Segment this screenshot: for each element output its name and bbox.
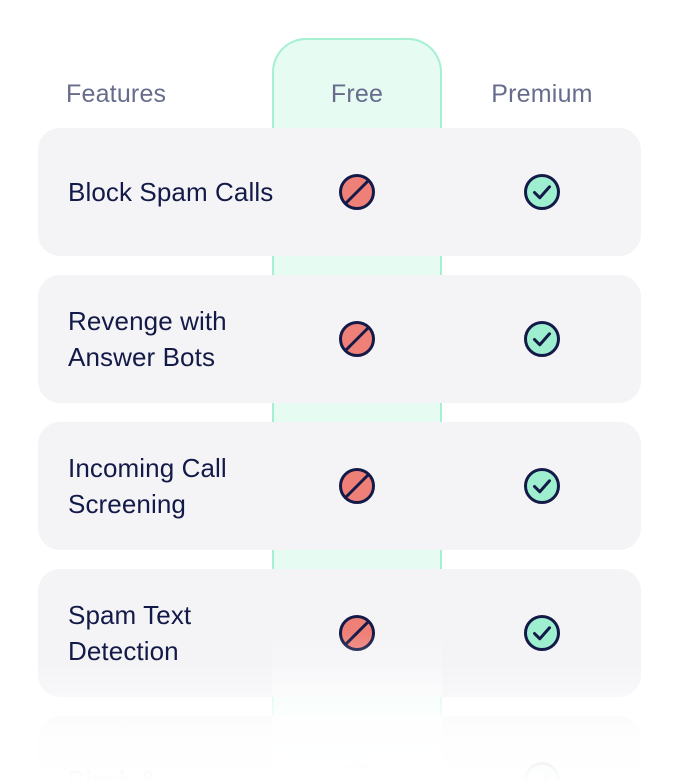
column-header-free: Free	[330, 80, 384, 108]
cell-premium	[442, 716, 641, 783]
feature-label: Revenge with Answer Bots	[68, 306, 227, 372]
check-circle-icon	[522, 319, 562, 359]
prohibited-icon	[337, 613, 377, 653]
check-circle-icon	[522, 613, 562, 653]
table-header-row: Features Free Premium	[0, 74, 678, 114]
table-row: Revenge with Answer Bots	[38, 275, 641, 403]
table-row: Block &	[38, 716, 641, 783]
cell-free	[272, 716, 442, 783]
prohibited-icon	[337, 466, 377, 506]
cell-free	[272, 569, 442, 697]
cell-premium	[442, 275, 641, 403]
table-row: Incoming Call Screening	[38, 422, 641, 550]
cell-premium	[442, 128, 641, 256]
check-circle-icon	[522, 172, 562, 212]
feature-label: Spam Text Detection	[68, 600, 192, 666]
cell-free	[272, 128, 442, 256]
check-circle-icon	[522, 466, 562, 506]
column-header-premium: Premium	[491, 80, 593, 108]
cell-free	[272, 275, 442, 403]
cell-premium	[442, 422, 641, 550]
cell-free	[272, 422, 442, 550]
feature-label: Block &	[68, 765, 157, 783]
table-row: Block Spam Calls	[38, 128, 641, 256]
prohibited-icon	[337, 172, 377, 212]
cell-premium	[442, 569, 641, 697]
check-circle-icon	[522, 760, 562, 783]
feature-label: Block Spam Calls	[68, 177, 274, 207]
prohibited-icon	[337, 319, 377, 359]
table-row: Spam Text Detection	[38, 569, 641, 697]
column-header-features: Features	[66, 80, 167, 108]
prohibited-icon	[337, 760, 377, 783]
feature-label: Incoming Call Screening	[68, 453, 227, 519]
